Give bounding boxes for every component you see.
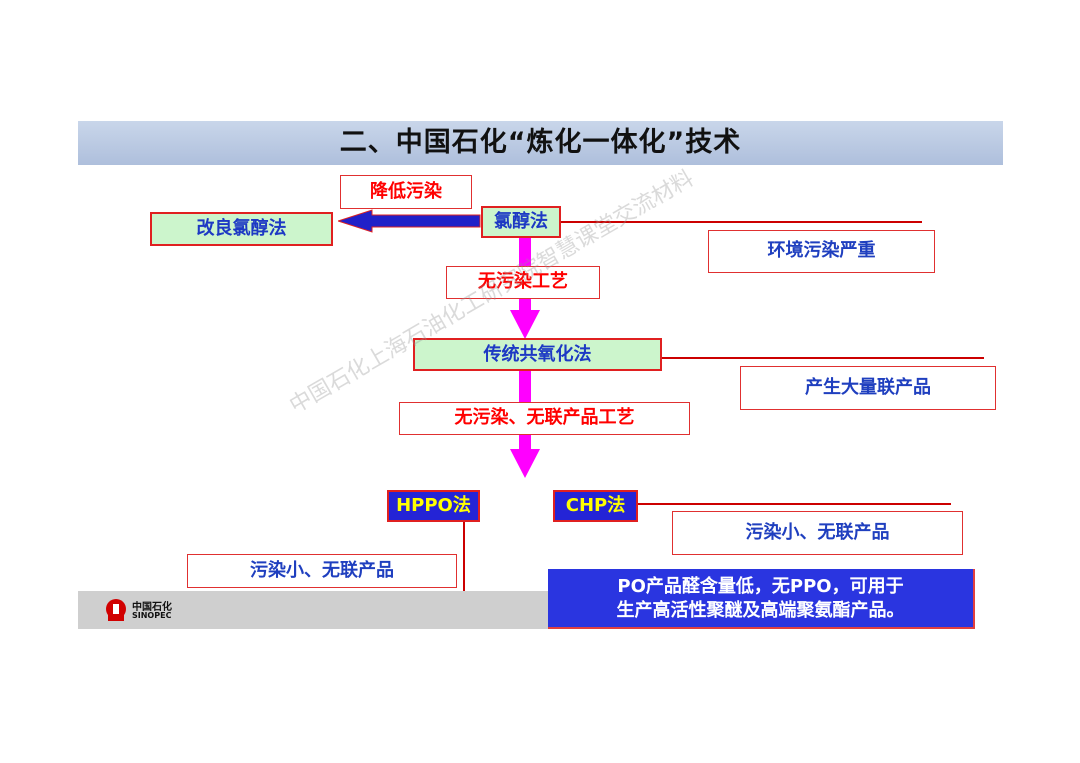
connector-line [638,503,951,505]
po-note-line2: 生产高活性聚醚及高端聚氨酯产品。 [616,600,905,621]
connector-line [662,357,984,359]
label-large-byproducts: 产生大量联产品 [740,366,996,410]
title-bar: 二、中国石化“炼化一体化”技术 [78,121,1003,165]
sinopec-logo-icon [106,599,126,621]
label-no-pollution-no-byproduct: 无污染、无联产品工艺 [399,402,690,435]
label-chp-note: 污染小、无联产品 [672,511,963,555]
page-title: 二、中国石化“炼化一体化”技术 [339,127,742,158]
sinopec-logo: 中国石化 SINOPEC [104,597,184,625]
connector-line [463,522,465,614]
footer-bar [78,591,548,629]
node-chp: CHP法 [553,490,638,522]
label-no-pollution-process: 无污染工艺 [446,266,600,299]
node-hppo: HPPO法 [387,490,480,522]
node-chlorohydrin: 氯醇法 [481,206,561,238]
node-traditional-cooxidation: 传统共氧化法 [413,338,662,371]
logo-text-en: SINOPEC [132,611,172,620]
left-arrow-icon [338,209,481,233]
po-note-line1: PO产品醛含量低，无PPO，可用于 [617,576,904,597]
po-note-box: PO产品醛含量低，无PPO，可用于 生产高活性聚醚及高端聚氨酯产品。 [548,569,975,629]
connector-line [561,221,922,223]
label-hppo-note: 污染小、无联产品 [187,554,457,588]
logo-text-cn: 中国石化 [132,602,172,613]
label-env-pollution-serious: 环境污染严重 [708,230,935,273]
label-reduce-pollution: 降低污染 [340,175,472,209]
node-improved-chlorohydrin: 改良氯醇法 [150,212,333,246]
